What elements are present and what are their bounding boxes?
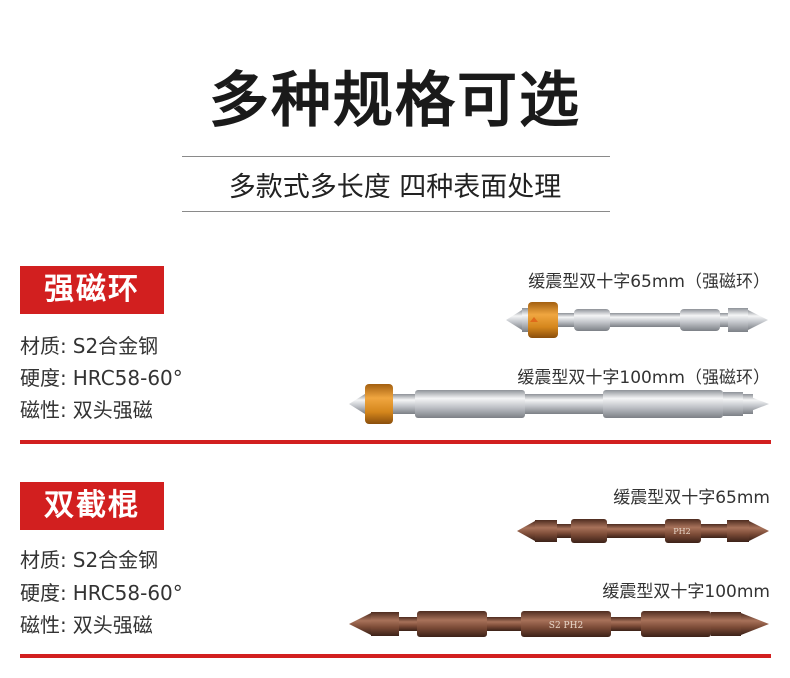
divider-bottom [182, 211, 610, 212]
product-name: 缓震型双十字100mm [602, 582, 770, 602]
page-title: 多种规格可选 [209, 66, 581, 136]
bit-engraving: S2 PH2 [549, 621, 583, 631]
spec-hardness: 硬度:HRC58-60° [20, 581, 183, 605]
divider-top [182, 156, 610, 157]
section-divider [20, 654, 771, 658]
spec-material: 材质:S2合金钢 [20, 334, 159, 358]
product-name: 缓震型双十字100mm（强磁环） [517, 368, 770, 388]
page-subtitle: 多款式多长度 四种表面处理 [228, 172, 562, 203]
spec-magnetism: 磁性:双头强磁 [20, 613, 153, 637]
bit-100mm-magnetic-ring-image [349, 384, 769, 424]
spec-material: 材质:S2合金钢 [20, 548, 159, 572]
spec-hardness: 硬度:HRC58-60° [20, 366, 183, 390]
bit-65mm-bronze-image: PH2 [517, 519, 769, 543]
section-tag-magnetic-ring: 强磁环 [20, 266, 164, 314]
section-divider [20, 440, 771, 444]
bit-engraving: PH2 [673, 527, 690, 536]
product-name: 缓震型双十字65mm（强磁环） [528, 272, 770, 292]
bit-100mm-bronze-image: S2 PH2 [349, 611, 769, 637]
product-name: 缓震型双十字65mm [613, 488, 770, 508]
spec-magnetism: 磁性:双头强磁 [20, 398, 153, 422]
section-tag-nunchuck: 双截棍 [20, 482, 164, 530]
bit-65mm-magnetic-ring-image [506, 302, 768, 338]
